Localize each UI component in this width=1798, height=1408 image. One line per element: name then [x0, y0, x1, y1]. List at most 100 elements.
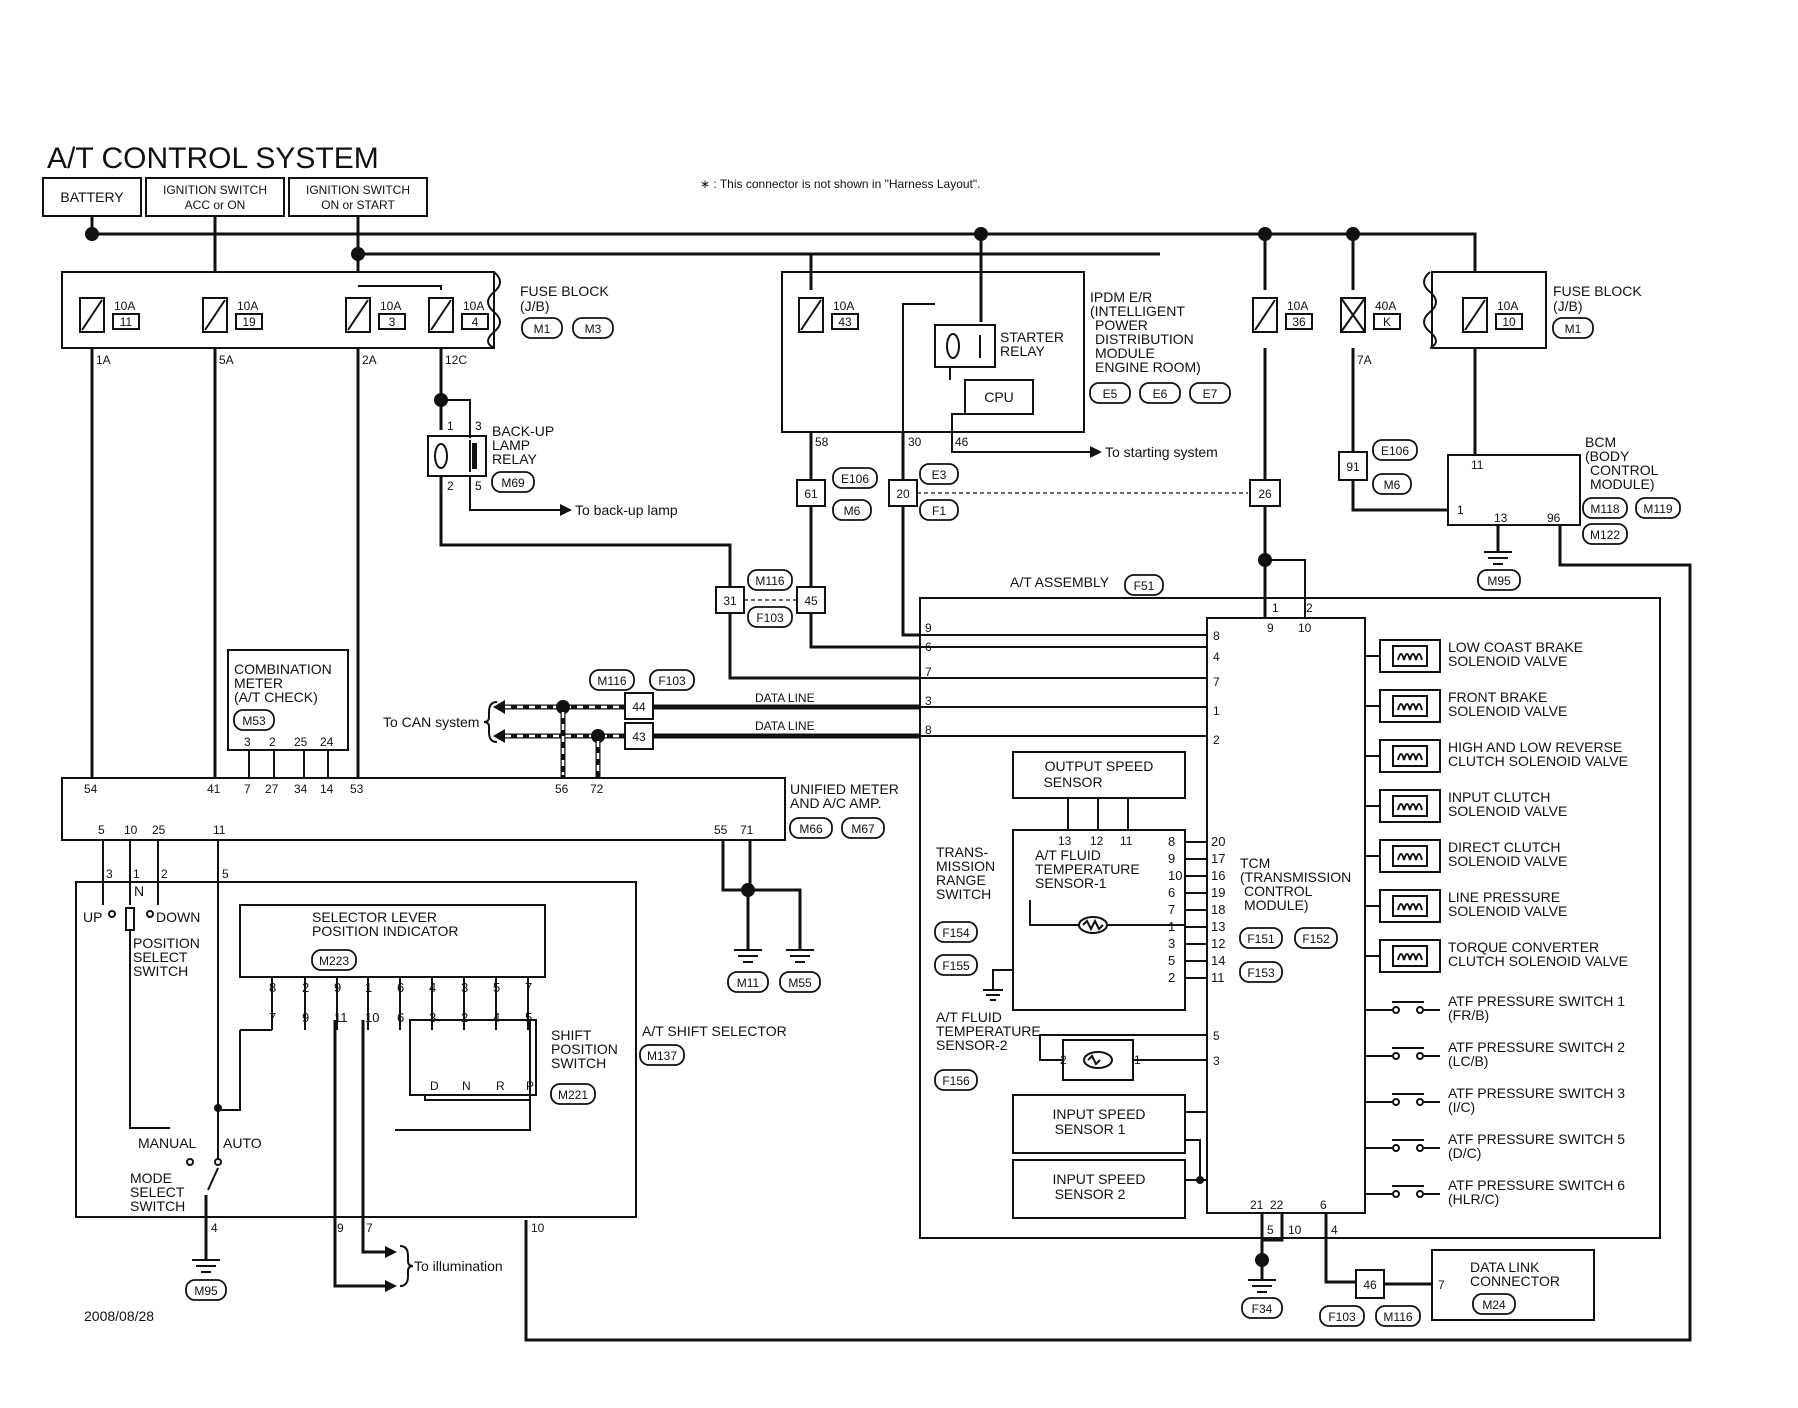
- svg-text:BACK-UP: BACK-UP: [492, 423, 554, 439]
- svg-text:30: 30: [908, 435, 922, 449]
- connector-e106b: E106: [1372, 439, 1418, 461]
- svg-text:96: 96: [1547, 511, 1561, 525]
- connector-m119: M119: [1635, 497, 1681, 519]
- switch-pin-label: 4: [493, 1010, 500, 1025]
- svg-text:STARTER: STARTER: [1000, 329, 1064, 345]
- pressure-switch-label: ATF PRESSURE SWITCH 3: [1448, 1085, 1625, 1101]
- svg-text:SELECT: SELECT: [130, 1184, 185, 1200]
- solenoid-label: LOW COAST BRAKE: [1448, 639, 1583, 655]
- svg-text:(BODY: (BODY: [1585, 448, 1630, 464]
- svg-text:2: 2: [447, 479, 454, 493]
- connector-note: ∗ : This connector is not shown in "Harn…: [700, 177, 981, 191]
- switch-pin-label: 9: [302, 1010, 309, 1025]
- svg-text:POSITION INDICATOR: POSITION INDICATOR: [312, 923, 459, 939]
- svg-text:MANUAL: MANUAL: [138, 1135, 197, 1151]
- svg-text:7: 7: [366, 1221, 373, 1235]
- combination-meter: COMBINATION METER (A/T CHECK) M53 3 2 25…: [227, 649, 349, 778]
- svg-text:To CAN system: To CAN system: [383, 714, 479, 730]
- left-feeds: 1A 5A 2A 12C 58 7A: [90, 348, 1372, 778]
- fuse-block-right: FUSE BLOCK (J/B) M1: [1423, 271, 1642, 349]
- svg-text:7: 7: [925, 665, 932, 679]
- svg-text:F154: F154: [942, 926, 970, 940]
- ground-m95-bcm: M95: [1477, 569, 1521, 591]
- svg-text:9: 9: [337, 1221, 344, 1235]
- fuse-number-label: 43: [838, 315, 852, 329]
- svg-text:25: 25: [294, 735, 308, 749]
- svg-text:F1: F1: [932, 504, 946, 518]
- svg-text:26: 26: [1258, 487, 1272, 501]
- svg-text:2: 2: [269, 735, 276, 749]
- indicator-pin-label: 2: [302, 980, 309, 995]
- connector-m69: M69: [491, 471, 535, 493]
- shift-selector: A/T SHIFT SELECTOR M137 3 1 2 5 UP N DOW…: [75, 840, 787, 1301]
- svg-text:IPDM E/R: IPDM E/R: [1090, 289, 1152, 305]
- date-stamp: 2008/08/28: [84, 1308, 154, 1324]
- svg-text:ACC or ON: ACC or ON: [185, 198, 246, 212]
- switch-pin-label: 2: [461, 1010, 468, 1025]
- connector-m6a: M6: [832, 499, 872, 521]
- data-link-connector: 46 7 DATA LINK CONNECTOR M24 F103 M116: [1319, 1249, 1595, 1327]
- svg-text:7A: 7A: [1357, 353, 1372, 367]
- svg-text:55: 55: [714, 823, 728, 837]
- svg-text:ENGINE ROOM): ENGINE ROOM): [1095, 359, 1201, 375]
- svg-text:46: 46: [1363, 1278, 1377, 1292]
- svg-text:11: 11: [1120, 834, 1133, 848]
- svg-text:45: 45: [804, 594, 818, 608]
- fuse-amp-label: 10A: [833, 299, 854, 313]
- ground-m55: M55: [779, 971, 821, 993]
- svg-text:IGNITION SWITCH: IGNITION SWITCH: [163, 183, 267, 197]
- atf-pressure-switch: ATF PRESSURE SWITCH 3(I/C): [1365, 1085, 1625, 1115]
- solenoid-label: SOLENOID VALVE: [1448, 703, 1567, 719]
- svg-text:SWITCH: SWITCH: [936, 886, 991, 902]
- svg-text:E6: E6: [1153, 387, 1168, 401]
- svg-text:AUTO: AUTO: [223, 1135, 262, 1151]
- svg-text:FUSE BLOCK: FUSE BLOCK: [520, 283, 609, 299]
- svg-text:41: 41: [207, 782, 221, 796]
- indicator-pin-label: 3: [461, 980, 468, 995]
- svg-text:SENSOR: SENSOR: [1043, 774, 1102, 790]
- svg-text:1A: 1A: [96, 353, 111, 367]
- svg-text:TRANS-: TRANS-: [936, 844, 988, 860]
- svg-text:F156: F156: [942, 1074, 970, 1088]
- at-assembly: A/T ASSEMBLY F51 TCM (TRANSMISSION CONTR…: [919, 553, 1661, 1319]
- svg-text:(TRANSMISSION: (TRANSMISSION: [1240, 869, 1351, 885]
- trs-pin-label: 3: [1168, 936, 1175, 951]
- svg-text:M119: M119: [1643, 502, 1672, 516]
- svg-text:53: 53: [350, 782, 364, 796]
- svg-text:27: 27: [265, 782, 279, 796]
- tcm-pin-label: 16: [1211, 868, 1225, 883]
- svg-text:F103: F103: [756, 611, 784, 625]
- svg-text:F34: F34: [1252, 1302, 1273, 1316]
- bcm-box: 11 1 13 96 BCM (BODY CONTROL MODULE) M11…: [524, 348, 1692, 1342]
- connector-m137: M137: [639, 1044, 685, 1066]
- connector-m1: M1: [521, 317, 563, 339]
- solenoid-label: TORQUE CONVERTER: [1448, 939, 1599, 955]
- fuse-amp-label: 40A: [1375, 299, 1396, 313]
- svg-text:D: D: [430, 1079, 439, 1093]
- trs-pin-label: 1: [1168, 919, 1175, 934]
- svg-text:F153: F153: [1247, 966, 1275, 980]
- svg-text:13: 13: [1058, 834, 1072, 848]
- svg-text:2: 2: [1306, 601, 1313, 615]
- svg-text:3: 3: [475, 419, 482, 433]
- svg-text:5: 5: [222, 867, 229, 881]
- svg-text:UNIFIED METER: UNIFIED METER: [790, 781, 899, 797]
- svg-text:25: 25: [152, 823, 166, 837]
- connector-f154: F154: [934, 921, 978, 943]
- svg-text:TEMPERATURE: TEMPERATURE: [936, 1023, 1041, 1039]
- svg-text:2: 2: [1213, 733, 1220, 747]
- switch-pin-label: 3: [429, 1010, 436, 1025]
- switch-pin-label: 7: [269, 1010, 276, 1025]
- svg-text:3: 3: [925, 694, 932, 708]
- svg-text:SWITCH: SWITCH: [130, 1198, 185, 1214]
- trs-pin-label: 9: [1168, 851, 1175, 866]
- pressure-switch-label: ATF PRESSURE SWITCH 1: [1448, 993, 1625, 1009]
- svg-text:5: 5: [98, 823, 105, 837]
- ground-m11: M11: [727, 971, 769, 993]
- svg-text:10: 10: [124, 823, 138, 837]
- svg-text:CPU: CPU: [984, 389, 1014, 405]
